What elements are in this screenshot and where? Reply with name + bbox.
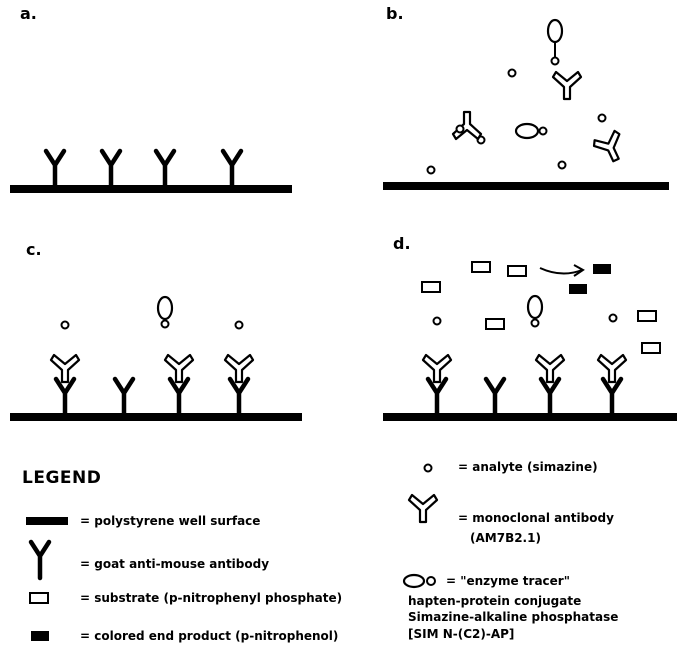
legend-item-colored-end-product: = colored end product (p-nitrophenol) xyxy=(80,629,338,643)
analyte xyxy=(236,322,243,329)
goat-antibody xyxy=(156,151,174,187)
panel-b-diagram xyxy=(383,20,669,190)
analyte xyxy=(610,315,617,322)
substrate xyxy=(642,343,660,353)
substrate xyxy=(472,262,490,272)
legend-item-enzyme-tracer: = "enzyme tracer" xyxy=(446,574,570,588)
colored-end-product xyxy=(569,284,587,294)
substrate xyxy=(508,266,526,276)
goat-antibody xyxy=(223,151,241,187)
legend-tracer-description-1: hapten-protein conjugate xyxy=(408,594,581,608)
analyte xyxy=(457,126,464,133)
goat-antibody xyxy=(170,379,188,415)
substrate xyxy=(638,311,656,321)
monoclonal-antibody-with-tracer xyxy=(553,72,581,99)
goat-antibody xyxy=(102,151,120,187)
well-surface-c xyxy=(10,413,302,421)
reaction-arrow xyxy=(540,268,582,274)
analyte xyxy=(428,167,435,174)
panel-c-diagram xyxy=(10,297,302,421)
enzyme-tracer-icon xyxy=(404,575,435,587)
substrate xyxy=(486,319,504,329)
analyte-icon xyxy=(425,465,432,472)
goat-antibody-icon xyxy=(31,542,49,578)
analyte xyxy=(509,70,516,77)
analyte xyxy=(599,115,606,122)
panel-label-c: c. xyxy=(26,240,42,259)
panel-a-diagram xyxy=(10,151,292,193)
panel-label-b: b. xyxy=(386,4,404,23)
goat-antibody xyxy=(541,379,559,415)
legend-item-monoclonal-antibody-id: (AM7B2.1) xyxy=(470,531,541,545)
legend-title: LEGEND xyxy=(22,468,101,488)
enzyme-tracer xyxy=(158,297,172,328)
legend-item-well-surface: = polystyrene well surface xyxy=(80,514,260,528)
analyte xyxy=(559,162,566,169)
analyte xyxy=(434,318,441,325)
goat-antibody xyxy=(603,379,621,415)
substrate-icon xyxy=(30,593,48,603)
goat-antibody xyxy=(46,151,64,187)
analyte xyxy=(62,322,69,329)
panel-label-a: a. xyxy=(20,4,37,23)
legend-tracer-description-2: Simazine-alkaline phosphatase xyxy=(408,610,618,624)
panel-label-d: d. xyxy=(393,234,411,253)
legend-item-analyte: = analyte (simazine) xyxy=(458,460,598,474)
well-surface-a xyxy=(10,185,292,193)
substrate xyxy=(422,282,440,292)
monoclonal-antibody-with-analyte xyxy=(592,130,629,166)
well-surface-d xyxy=(383,413,677,421)
legend-item-substrate: = substrate (p-nitrophenyl phosphate) xyxy=(80,591,342,605)
panel-d-diagram xyxy=(383,262,677,421)
enzyme-tracer xyxy=(548,20,562,65)
colored-end-product-icon xyxy=(31,631,49,641)
legend-item-goat-antibody: = goat anti-mouse antibody xyxy=(80,557,269,571)
goat-antibody xyxy=(230,379,248,415)
polystyrene-well-surface-icon xyxy=(26,517,68,525)
well-surface-b xyxy=(383,182,669,190)
goat-antibody xyxy=(115,379,133,415)
legend-icons xyxy=(26,465,437,642)
enzyme-tracer xyxy=(528,296,542,327)
colored-end-product xyxy=(593,264,611,274)
monoclonal-antibody-icon xyxy=(409,495,437,522)
goat-antibody xyxy=(428,379,446,415)
goat-antibody xyxy=(56,379,74,415)
legend-tracer-description-3: [SIM N-(C2)-AP] xyxy=(408,627,514,641)
enzyme-tracer xyxy=(516,124,547,138)
legend-item-monoclonal-antibody: = monoclonal antibody xyxy=(458,511,614,525)
goat-antibody xyxy=(486,379,504,415)
